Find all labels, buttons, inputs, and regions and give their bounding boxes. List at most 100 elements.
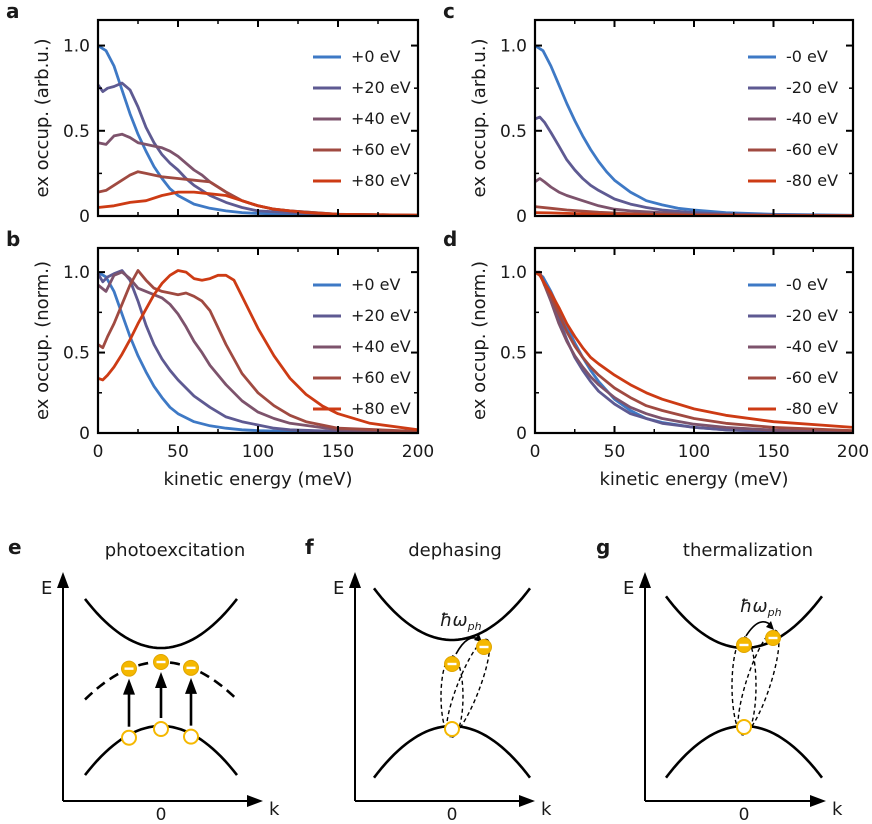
y-tick-label: 0 [79, 424, 90, 444]
k-axis-label: k [269, 799, 280, 820]
legend-label: +0 eV [351, 275, 401, 294]
x-tick-label: 150 [757, 442, 789, 462]
phonon-arrow-head [766, 621, 774, 630]
energy-axis-label: E [333, 578, 344, 599]
x-tick-label: 150 [322, 442, 354, 462]
y-axis-label: ex occup. (arb.u.) [469, 39, 490, 198]
x-tick-label: 0 [93, 442, 104, 462]
legend-label: +80 eV [351, 399, 411, 418]
y-tick-label: 0.5 [63, 344, 90, 364]
series-line-a-0 [97, 44, 419, 218]
hole-icon [121, 729, 137, 746]
energy-axis-arrow [57, 572, 69, 588]
hole-icon [444, 721, 460, 737]
chart-panel-a: 00.51.0ex occup. (arb.u.)a+0 eV+20 eV+40… [6, 0, 420, 227]
y-tick-label: 0.5 [500, 344, 527, 364]
y-tick-label: 0 [516, 207, 527, 227]
y-tick-label: 1.0 [500, 37, 527, 57]
electron-icon [765, 630, 781, 646]
legend-label: -60 eV [786, 368, 838, 387]
excitation-arrow-head [185, 677, 197, 694]
y-axis-label: ex occup. (norm.) [469, 261, 490, 420]
hole-icon [183, 728, 199, 745]
excitation-arrow-head [123, 678, 135, 695]
series-line-d-4 [534, 270, 854, 429]
charts-layer: 0 0.5 1.0 ex occup. (arb.u.) a +0 eV +20 eV +40… [6, 0, 869, 490]
legend-label: -20 eV [786, 78, 838, 97]
x-tick-label: 200 [402, 442, 434, 462]
phonon-energy-label: ħωph [440, 610, 482, 633]
series-line-d-3 [534, 270, 854, 432]
x-tick-label: 0 [530, 442, 541, 462]
panel-letter: a [6, 0, 20, 23]
hbar-omega: ħω [440, 610, 468, 631]
electron-icon [476, 639, 492, 655]
legend-label: +80 eV [351, 171, 411, 190]
legend-label: -40 eV [786, 337, 838, 356]
phonon-subscript: ph [767, 606, 782, 619]
panel-letter: f [305, 535, 314, 559]
k-origin-label: 0 [739, 805, 750, 824]
legend-label: +0 eV [351, 47, 401, 66]
panel-letter: d [443, 227, 457, 251]
exciton-wavefunction [445, 638, 491, 738]
energy-axis-label: E [623, 578, 634, 599]
legend-label: -0 eV [786, 275, 828, 294]
hbar-omega: ħω [740, 596, 768, 617]
phonon-arrow-head [474, 634, 482, 642]
y-axis-label: ex occup. (arb.u.) [32, 39, 53, 198]
legend-label: +60 eV [351, 140, 411, 159]
y-tick-label: 0.5 [500, 122, 527, 142]
k-axis-arrow [519, 795, 535, 807]
x-tick-label: 100 [242, 442, 274, 462]
panel-letter: g [596, 535, 610, 559]
legend-label: -80 eV [786, 171, 838, 190]
series-line-a-1 [96, 81, 419, 217]
phonon-energy-label: ħωph [740, 596, 782, 619]
conduction-band [83, 598, 239, 650]
x-axis-label: kinetic energy (meV) [164, 469, 353, 490]
hole-icon [153, 721, 169, 737]
legend-label: -40 eV [786, 109, 838, 128]
x-tick-label: 50 [167, 442, 189, 462]
legend-label: +40 eV [351, 337, 411, 356]
legend-label: +20 eV [351, 78, 411, 97]
legend-label: +20 eV [351, 306, 411, 325]
panel-title: dephasing [408, 540, 502, 561]
series-line-a-4 [97, 190, 419, 217]
series-line-b-2 [97, 270, 419, 434]
k-axis-label: k [832, 799, 843, 820]
panel-letter: e [8, 535, 22, 559]
hole-icon [736, 719, 752, 735]
series-line-b-4 [97, 269, 419, 432]
k-axis-arrow [810, 795, 826, 807]
legend-label: -60 eV [786, 140, 838, 159]
panel-title: thermalization [683, 540, 813, 561]
energy-axis-arrow [639, 572, 651, 588]
y-tick-label: 1.0 [63, 263, 90, 283]
y-tick-label: 1.0 [63, 37, 90, 57]
electron-icon [153, 654, 169, 670]
legend-label: +60 eV [351, 368, 411, 387]
y-tick-label: 0 [79, 207, 90, 227]
legend-label: +40 eV [351, 109, 411, 128]
k-origin-label: 0 [447, 805, 458, 824]
series-line-c-1 [534, 115, 854, 218]
legend-label: -80 eV [786, 399, 838, 418]
electron-icon [121, 660, 137, 677]
y-tick-label: 0 [516, 424, 527, 444]
y-tick-label: 1.0 [500, 263, 527, 283]
energy-axis-arrow [349, 572, 361, 588]
series-line-d-2 [535, 270, 854, 434]
excitation-arrow-head [155, 672, 167, 688]
chart-panel-c: 00.51.0ex occup. (arb.u.)c-0 eV-20 eV-40… [443, 0, 855, 227]
legend-label: -20 eV [786, 306, 838, 325]
x-tick-label: 100 [678, 442, 710, 462]
